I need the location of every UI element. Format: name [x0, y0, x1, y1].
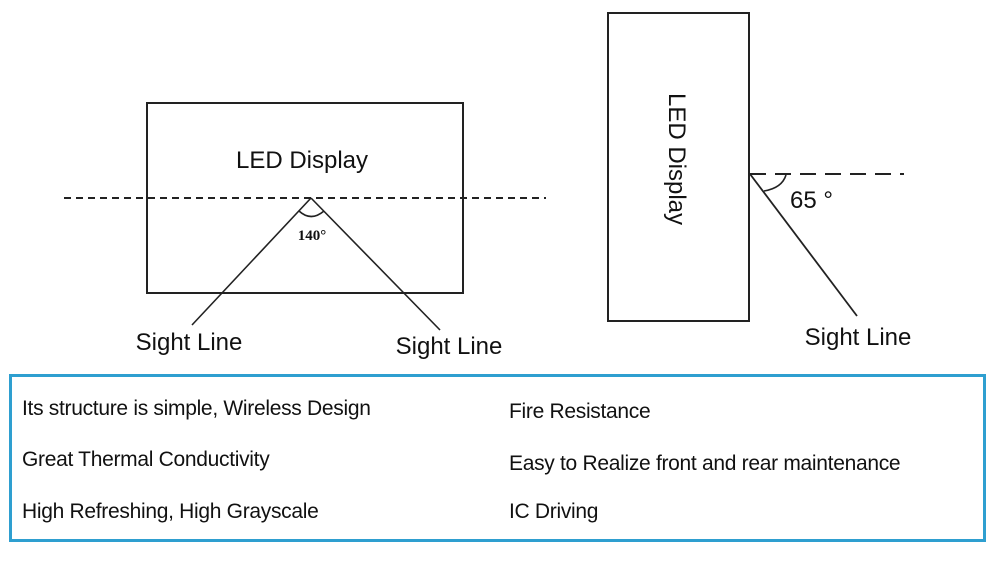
horizontal-display-diagram: LED Display 140° Sight Line Sight Line — [64, 102, 546, 360]
sight-line-right — [310, 197, 441, 331]
feature-item: Its structure is simple, Wireless Design — [22, 397, 371, 420]
viewing-angle-diagram: LED Display 140° Sight Line Sight Line L… — [64, 12, 912, 360]
feature-item: IC Driving — [509, 500, 599, 523]
feature-item: Great Thermal Conductivity — [22, 448, 270, 471]
vertical-display-diagram: LED Display 65 ° Sight Line — [607, 12, 912, 351]
angle-label-140: 140° — [298, 228, 327, 244]
angle-label-65: 65 ° — [790, 187, 833, 214]
sight-line-label-vertical: Sight Line — [805, 324, 912, 351]
feature-item: Easy to Realize front and rear maintenan… — [509, 452, 901, 475]
led-display-label-horizontal: LED Display — [236, 147, 368, 174]
features-box: Its structure is simple, Wireless Design… — [9, 374, 986, 542]
feature-item: High Refreshing, High Grayscale — [22, 500, 319, 523]
angle-arc-140 — [298, 210, 325, 218]
sight-line-label-right: Sight Line — [396, 333, 503, 360]
feature-item: Fire Resistance — [509, 400, 651, 423]
led-display-label-vertical: LED Display — [663, 93, 690, 225]
sight-line-left — [191, 197, 312, 326]
sight-line-vertical — [749, 173, 858, 317]
sight-line-label-left: Sight Line — [136, 329, 243, 356]
led-display-box-vertical — [607, 12, 750, 322]
angle-arc-65 — [763, 174, 787, 192]
